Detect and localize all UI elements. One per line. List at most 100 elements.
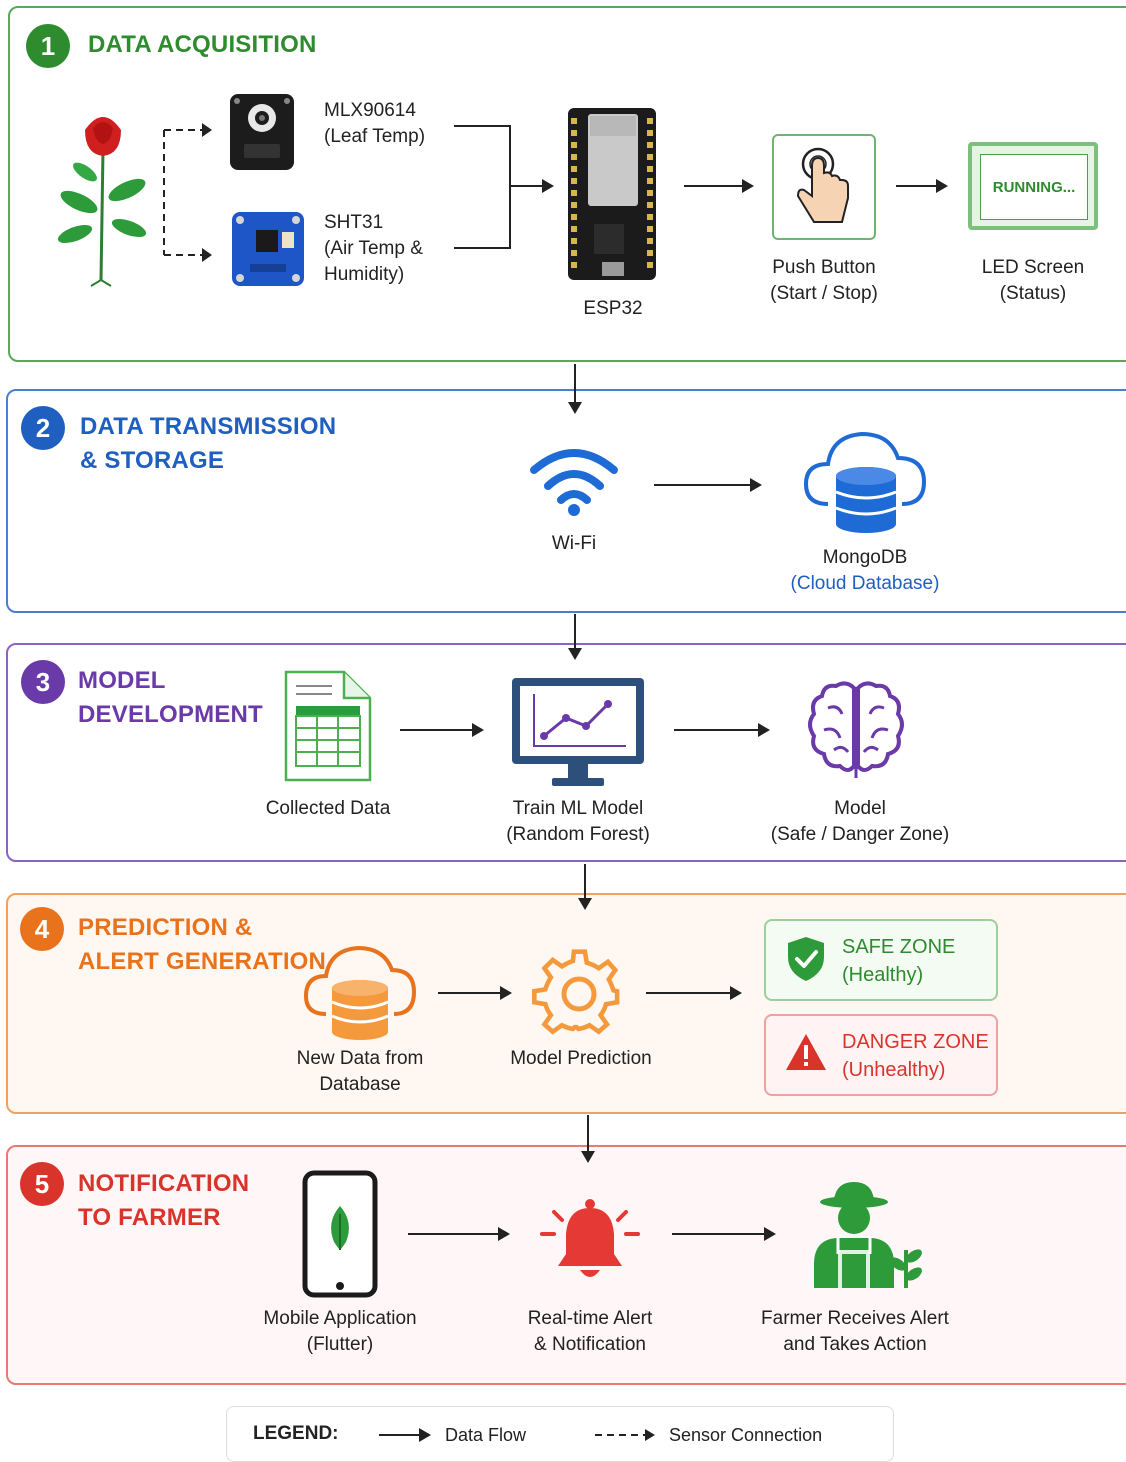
led-screen-label-line1: LED Screen [981, 257, 1085, 278]
farmer-icon [814, 1182, 922, 1288]
train-model-label: Train ML Model (Random Forest) [488, 796, 668, 848]
train-model-label-line2: (Random Forest) [506, 824, 650, 845]
section-title-3-line2: DEVELOPMENT [78, 701, 263, 728]
alert-label-line1: Real-time Alert [527, 1308, 653, 1329]
danger-zone-subtitle: (Unhealthy) [842, 1059, 946, 1081]
model-output-label-line1: Model [834, 798, 886, 819]
section-number-3: 3 [21, 660, 65, 704]
safe-zone-card: SAFE ZONE (Healthy) [764, 919, 998, 1001]
sensor-connection-lines [163, 123, 212, 262]
mobile-phone-icon [302, 1170, 378, 1298]
model-prediction-label: Model Prediction [510, 1048, 652, 1069]
gear-icon [532, 949, 620, 1035]
alert-to-farmer-arrow [672, 1227, 776, 1241]
mlx90614-sensor-icon [230, 94, 294, 170]
farmer-label-line1: Farmer Receives Alert [761, 1308, 949, 1329]
alert-label: Real-time Alert & Notification [500, 1306, 680, 1358]
sht31-label-line1: SHT31 [324, 212, 384, 233]
mongodb-label-line2: (Cloud Database) [790, 573, 940, 594]
panel-data-transmission [6, 389, 1126, 613]
mlx-label: MLX90614 (Leaf Temp) [324, 98, 425, 150]
wifi-icon [530, 449, 618, 516]
section-title-5-line1: NOTIFICATION [78, 1170, 250, 1197]
legend-title: LEGEND: [253, 1423, 339, 1444]
new-data-cloud-icon [303, 945, 417, 1040]
safe-zone-title: SAFE ZONE [842, 936, 956, 958]
push-button-label-line1: Push Button [772, 257, 876, 278]
warning-triangle-icon [786, 1034, 826, 1070]
sht31-label: SHT31 (Air Temp & Humidity) [324, 210, 423, 288]
wifi-label: Wi-Fi [551, 533, 597, 554]
danger-zone-title: DANGER ZONE [842, 1031, 989, 1053]
flow-arrow-3-to-4 [578, 864, 592, 910]
esp32-label: ESP32 [583, 298, 643, 319]
section-title-2-line1: DATA TRANSMISSION [80, 413, 337, 440]
sensor-to-esp32-arrow [454, 125, 554, 249]
push-button-icon [772, 134, 876, 240]
rose-plant-icon [57, 117, 147, 287]
push-button-label: Push Button (Start / Stop) [744, 255, 904, 307]
mlx-label-line2: (Leaf Temp) [324, 126, 426, 147]
collected-data-label: Collected Data [265, 798, 391, 819]
panel-model-development [6, 643, 1126, 862]
mongodb-label-line1: MongoDB [822, 547, 908, 568]
mlx-label-line1: MLX90614 [324, 100, 416, 121]
prediction-to-zones-arrow [646, 986, 742, 1000]
brain-icon [808, 681, 904, 778]
model-output-label: Model (Safe / Danger Zone) [750, 796, 970, 848]
farmer-label: Farmer Receives Alert and Takes Action [740, 1306, 970, 1358]
mobile-app-label-line2: (Flutter) [306, 1334, 374, 1355]
train-model-label-line1: Train ML Model [512, 798, 644, 819]
train-to-model-arrow [674, 723, 770, 737]
legend-sensor-connection-arrow [595, 1429, 655, 1441]
legend-data-flow-arrow [379, 1428, 431, 1442]
sht31-sensor-icon [232, 212, 304, 286]
esp32-board-icon [568, 108, 656, 280]
new-data-label-line1: New Data from [296, 1048, 424, 1069]
led-screen-label: LED Screen (Status) [963, 255, 1103, 307]
alert-bell-icon [540, 1199, 640, 1277]
alert-label-line2: & Notification [534, 1334, 646, 1355]
mobile-app-label: Mobile Application (Flutter) [250, 1306, 430, 1358]
cloud-database-icon [803, 431, 927, 533]
sht31-label-line2: (Air Temp & [324, 238, 423, 259]
model-output-label-line2: (Safe / Danger Zone) [770, 824, 950, 845]
spreadsheet-icon [284, 670, 372, 782]
section-title-1: DATA ACQUISITION [88, 31, 317, 58]
push-button-label-line2: (Start / Stop) [770, 283, 878, 304]
esp32-to-button-arrow [684, 179, 754, 193]
section-title-4-line1: PREDICTION & [78, 914, 253, 941]
section-number-2: 2 [21, 406, 65, 450]
legend-data-flow-label: Data Flow [445, 1425, 527, 1445]
led-screen-label-line2: (Status) [999, 283, 1067, 304]
section-title-4-line2: ALERT GENERATION [78, 948, 327, 975]
danger-zone-card: DANGER ZONE (Unhealthy) [764, 1014, 998, 1096]
sht31-label-line3: Humidity) [324, 264, 405, 285]
section-number-4: 4 [20, 907, 64, 951]
mongodb-label: MongoDB (Cloud Database) [770, 545, 960, 597]
new-data-label: New Data from Database [280, 1046, 440, 1098]
app-to-alert-arrow [408, 1227, 510, 1241]
wifi-to-db-arrow [654, 478, 762, 492]
monitor-chart-icon [512, 678, 644, 786]
shield-check-icon [788, 937, 824, 981]
newdata-to-prediction-arrow [438, 986, 512, 1000]
button-to-led-arrow [896, 179, 948, 193]
led-screen-display: RUNNING... [980, 154, 1088, 220]
new-data-label-line2: Database [319, 1074, 401, 1095]
section-title-2-line2: & STORAGE [80, 447, 225, 474]
flow-arrow-1-to-2 [568, 364, 582, 414]
safe-zone-subtitle: (Healthy) [842, 964, 924, 986]
section-number-5: 5 [20, 1162, 64, 1206]
farmer-label-line2: and Takes Action [783, 1334, 927, 1355]
section-number-1: 1 [26, 24, 70, 68]
legend-sensor-connection-label: Sensor Connection [669, 1425, 823, 1445]
mobile-app-label-line1: Mobile Application [263, 1308, 417, 1329]
legend-box: LEGEND: Data Flow Sensor Connection [226, 1406, 894, 1462]
flow-arrow-4-to-5 [581, 1115, 595, 1163]
led-screen-icon: RUNNING... [968, 142, 1098, 230]
section-title-3-line1: MODEL [78, 667, 166, 694]
panel-data-acquisition [8, 6, 1126, 362]
section-title-5-line2: TO FARMER [78, 1204, 221, 1231]
led-screen-text: RUNNING... [992, 178, 1076, 196]
